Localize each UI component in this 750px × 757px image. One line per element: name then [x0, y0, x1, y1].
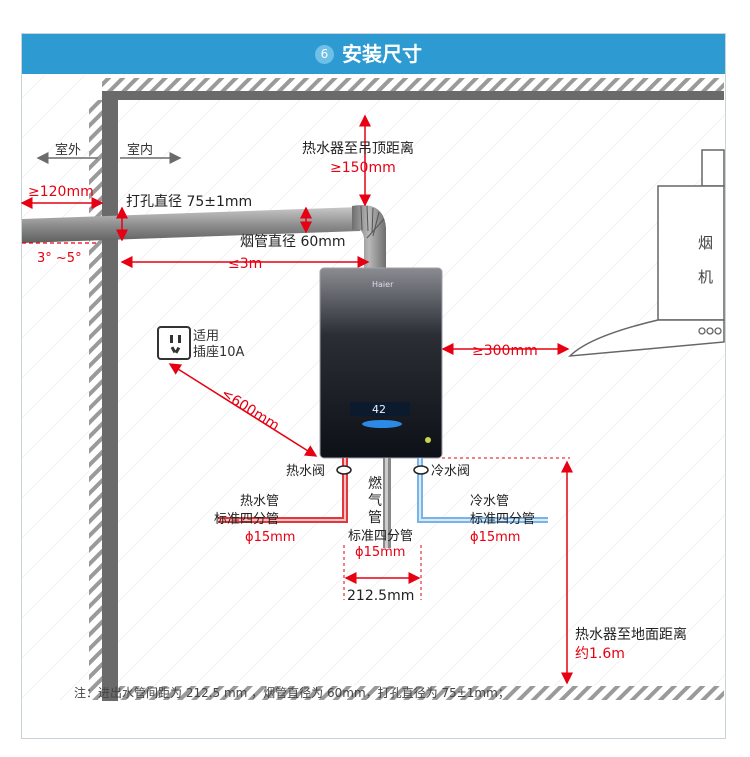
- range-hood-canopy: [568, 319, 725, 357]
- heater-indicator: [425, 437, 431, 443]
- cold-pipe-label-3: ϕ15mm: [470, 530, 520, 545]
- hood-distance-label: ≥300mm: [472, 343, 538, 359]
- hood-chimney: [701, 149, 725, 187]
- ceiling-hatch: [102, 78, 724, 91]
- ceiling: [102, 91, 724, 100]
- gas-label-1: 燃: [368, 475, 382, 492]
- indoor-label: 室内: [127, 142, 153, 158]
- outdoor-label: 室外: [55, 142, 81, 158]
- cold-pipe-label-1: 冷水管: [470, 494, 509, 509]
- cold-pipe-label-2: 标准四分管: [470, 512, 535, 527]
- gas-pipe-label-2: ϕ15mm: [355, 545, 405, 560]
- socket-icon: [157, 326, 191, 360]
- hot-valve-label: 热水阀: [286, 464, 325, 479]
- flue-pipe-horizontal: [22, 207, 360, 243]
- socket-distance-dimension: [168, 363, 318, 457]
- socket-label-2: 插座10A: [193, 345, 245, 360]
- hood-label-1: 烟: [698, 234, 713, 252]
- left-wall: [102, 91, 118, 701]
- ground-distance-label: 热水器至地面距离: [575, 626, 687, 643]
- gas-pipe-label-1: 标准四分管: [348, 529, 413, 544]
- hot-pipe-label-3: ϕ15mm: [245, 530, 295, 545]
- floor: [118, 686, 724, 700]
- gas-label-2: 气: [368, 493, 382, 509]
- heater-display: [350, 402, 410, 416]
- socket-label-1: 适用: [193, 329, 219, 344]
- heater-display-value: 42: [372, 403, 386, 416]
- slope-label: 3° ~5°: [37, 251, 82, 266]
- cold-valve-icon: [413, 465, 429, 475]
- heater-knob-glow: [362, 420, 402, 428]
- gas-label-3: 管: [368, 510, 382, 526]
- hot-pipe-label-1: 热水管: [240, 494, 279, 509]
- brand-logo: Haier: [372, 280, 394, 289]
- ground-distance-value: 约1.6m: [575, 646, 625, 662]
- footnote: 注：进出水管间距为 212.5 mm ，烟管直径为 60mm，打孔直径为 75±…: [74, 686, 510, 700]
- flue-diameter-label: 烟管直径 60mm: [240, 233, 346, 250]
- section-banner: 6 安装尺寸: [22, 34, 725, 74]
- hood-label-2: 机: [698, 268, 713, 286]
- section-number-badge: 6: [315, 45, 334, 64]
- flue-elbow-rings: [360, 205, 385, 239]
- cold-valve-label: 冷水阀: [431, 464, 470, 479]
- ceiling-clearance-value: ≥150mm: [330, 160, 396, 176]
- hot-valve-icon: [336, 465, 352, 475]
- outdoor-extension-label: ≥120mm: [28, 184, 94, 200]
- left-wall-hatch: [89, 100, 102, 700]
- ceiling-clearance-label: 热水器至吊顶距离: [302, 140, 414, 157]
- range-hood-body: [657, 185, 725, 321]
- pipe-length-label: ≤3m: [228, 256, 262, 272]
- hot-pipe-label-2: 标准四分管: [214, 512, 279, 527]
- hole-label: 打孔直径 75±1mm: [126, 193, 252, 210]
- water-heater: [319, 267, 443, 459]
- pipe-spacing-label: 212.5mm: [347, 588, 414, 604]
- section-title: 安装尺寸: [342, 42, 422, 66]
